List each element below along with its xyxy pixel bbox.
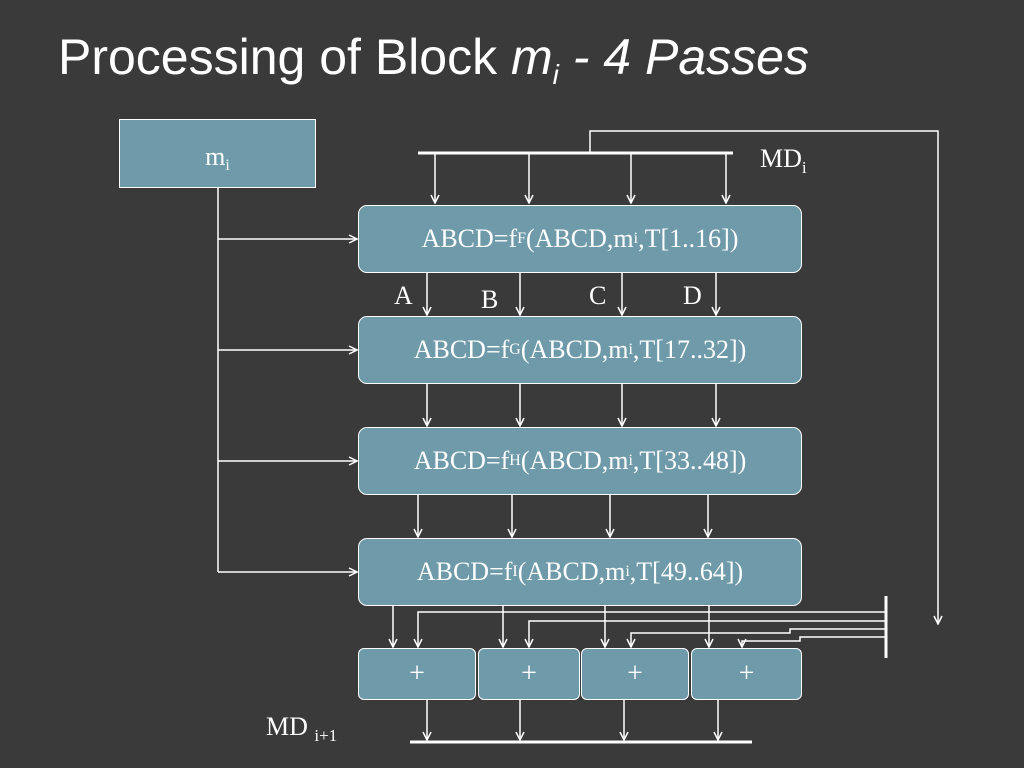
register-c-label: C: [589, 281, 607, 310]
register-b-label: B: [481, 285, 499, 314]
register-d-label: D: [683, 281, 702, 310]
page-title: Processing of Block mi - 4 Passes: [58, 29, 809, 90]
adder-b: +: [478, 648, 580, 700]
message-block-mi: mi: [119, 119, 316, 188]
adder-d: +: [691, 648, 802, 700]
md-i-plus-1-label: MD i+1: [266, 712, 338, 745]
md-i-label: MDi: [760, 144, 807, 177]
register-a-label: A: [394, 281, 413, 310]
adder-c: +: [581, 648, 689, 700]
adder-a: +: [358, 648, 476, 700]
